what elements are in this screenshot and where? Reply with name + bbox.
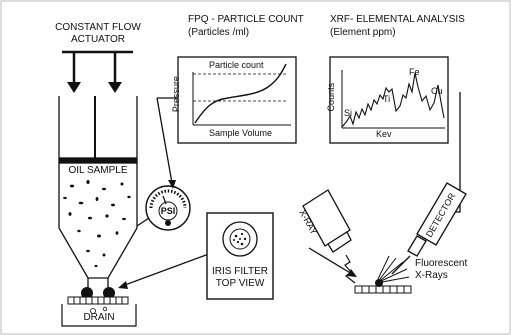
detector: [391, 182, 467, 275]
psi-label: PSI: [160, 206, 176, 216]
analysis-slide: [354, 255, 412, 294]
detector-head: [407, 235, 427, 257]
xray-beam: [344, 254, 356, 284]
gauge-pivot: [165, 220, 171, 226]
fluorescent-label-line2: X-Rays: [415, 269, 448, 281]
fpq-chart: [177, 56, 297, 144]
iris-filter-view: [206, 212, 274, 300]
actuator-title-line1: CONSTANT FLOW: [55, 22, 141, 33]
iris-label-line1: IRIS FILTER: [212, 266, 268, 277]
xrf-x-label: Kev: [376, 129, 392, 139]
xrf-panel: [329, 56, 449, 144]
xrf-peak-cu: Cu: [431, 86, 443, 96]
xray-body: [302, 189, 351, 247]
oil-sample-label: OIL SAMPLE: [68, 165, 128, 176]
fluorescent-rays: [377, 255, 410, 283]
piston-plate: [59, 157, 137, 164]
fpq-curve: [194, 63, 287, 124]
fpq-x-label: Sample Volume: [209, 128, 273, 138]
drain-label: DRAIN: [83, 312, 115, 323]
xrf-subtitle: (Element ppm): [330, 27, 396, 38]
actuator-title-line2: ACTUATOR: [70, 33, 126, 45]
seal-right: [103, 287, 115, 299]
drain-tray: [61, 304, 137, 327]
xray-nozzle: [327, 231, 352, 253]
fpq-y-label: Pressure: [170, 76, 181, 113]
fluorescent-label: Fluorescent X-Rays: [415, 258, 467, 281]
psi-gauge: [136, 185, 191, 231]
iris-label: IRIS FILTER TOP VIEW: [207, 266, 273, 289]
fpq-title: FPQ - PARTICLE COUNT: [188, 14, 304, 25]
fpq-link-arrow: [156, 97, 173, 184]
iris-label-line2: TOP VIEW: [215, 277, 265, 289]
sample-cylinder: [58, 96, 138, 290]
actuator-arrow-left: [67, 82, 81, 93]
funnel: [58, 227, 138, 279]
iris-particles: [233, 232, 247, 246]
xray-source: [302, 189, 356, 284]
gauge-needle: [162, 195, 167, 205]
fluorescent-label-line1: Fluorescent: [415, 258, 468, 269]
seal-left: [81, 287, 93, 299]
actuator: [62, 50, 133, 93]
flow-arrows: [118, 97, 357, 289]
xrf-y-label: Counts: [326, 82, 337, 112]
fpq-subtitle: (Particles /ml): [188, 27, 250, 38]
xrf-peak-ti: Ti: [383, 94, 391, 104]
xrf-title: XRF- ELEMENTAL ANALYSIS: [330, 14, 465, 25]
actuator-arrow-right: [108, 82, 122, 93]
actuator-title: CONSTANT FLOW ACTUATOR: [52, 22, 144, 45]
oil-particles: [63, 180, 131, 268]
drain-assembly: [61, 287, 137, 327]
xrf-spectrum: [341, 72, 445, 128]
gauge-scale: [149, 189, 187, 209]
xrf-peak-fe: Fe: [409, 67, 420, 77]
detector-body: [416, 182, 467, 246]
fpq-panel: [177, 56, 297, 144]
iris-arrow-right: [308, 247, 353, 275]
xrf-chart: [329, 56, 449, 144]
xrf-peak-si: Si: [344, 108, 353, 118]
filter-ticks: [73, 297, 123, 304]
fluorescent-ray-to-detector: [391, 255, 411, 275]
fpq-curve-label: Particle count: [209, 60, 264, 70]
